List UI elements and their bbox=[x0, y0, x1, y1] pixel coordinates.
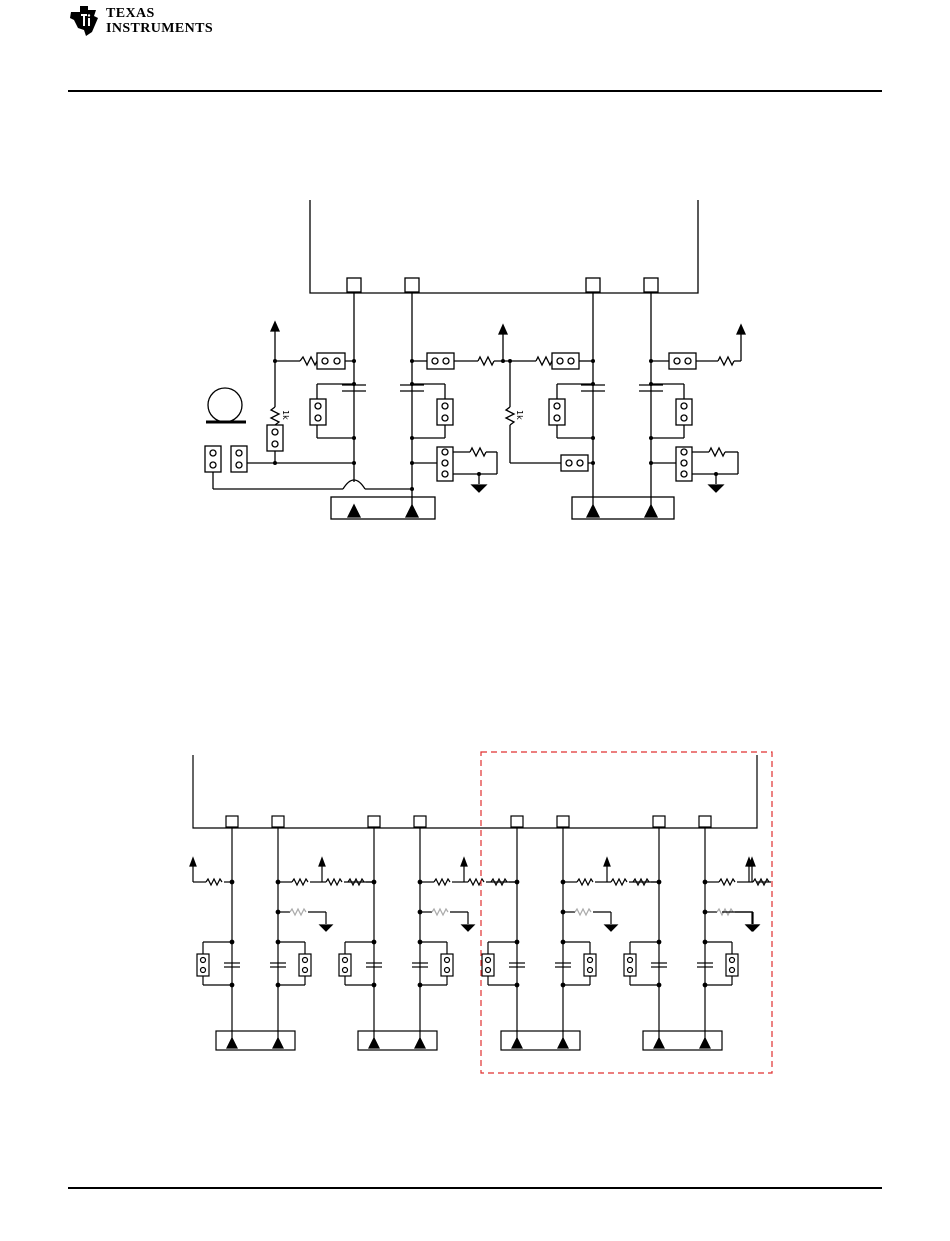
resistor bbox=[292, 879, 308, 885]
esd-diode bbox=[654, 1038, 664, 1048]
esd-diode bbox=[415, 1038, 425, 1048]
device-pin bbox=[699, 816, 711, 827]
supply-arrow bbox=[319, 858, 325, 866]
junction-dot bbox=[276, 910, 280, 914]
footer-rule bbox=[68, 1187, 882, 1189]
header-rule bbox=[68, 90, 882, 92]
resistor bbox=[290, 909, 306, 915]
esd-diode bbox=[273, 1038, 283, 1048]
ground-symbol bbox=[462, 925, 474, 931]
brand-line-2: INSTRUMENTS bbox=[106, 21, 213, 37]
schematic-figure-2 bbox=[0, 740, 950, 1100]
device-pin bbox=[226, 816, 238, 827]
resistor bbox=[577, 879, 593, 885]
resistor-label-1k-right: 1k bbox=[515, 410, 524, 420]
brand-line-1: TEXAS bbox=[106, 6, 155, 22]
esd-diode bbox=[369, 1038, 379, 1048]
resistor bbox=[206, 879, 222, 885]
schematic-figure-1: 1k 1k bbox=[0, 180, 950, 720]
supply-arrow bbox=[604, 858, 610, 866]
resistor bbox=[434, 879, 450, 885]
resistor bbox=[719, 879, 735, 885]
esd-diode bbox=[227, 1038, 237, 1048]
device-pin bbox=[653, 816, 665, 827]
esd-diode bbox=[700, 1038, 710, 1048]
supply-arrow bbox=[461, 858, 467, 866]
supply-arrow bbox=[190, 858, 196, 866]
junction-dot bbox=[418, 910, 422, 914]
esd-diode bbox=[512, 1038, 522, 1048]
device-pin bbox=[511, 816, 523, 827]
device-pin bbox=[557, 816, 569, 827]
resistor-label-1k-left: 1k bbox=[281, 410, 290, 420]
junction-dot bbox=[703, 910, 707, 914]
resistor bbox=[611, 879, 627, 885]
ti-logo-icon bbox=[68, 2, 104, 40]
resistor bbox=[575, 909, 591, 915]
device-pin bbox=[414, 816, 426, 827]
ground-symbol bbox=[605, 925, 617, 931]
device-pin bbox=[272, 816, 284, 827]
device-pin bbox=[368, 816, 380, 827]
junction-dot bbox=[561, 910, 565, 914]
ground-symbol bbox=[320, 925, 332, 931]
resistor bbox=[432, 909, 448, 915]
esd-diode bbox=[558, 1038, 568, 1048]
resistor bbox=[326, 879, 342, 885]
